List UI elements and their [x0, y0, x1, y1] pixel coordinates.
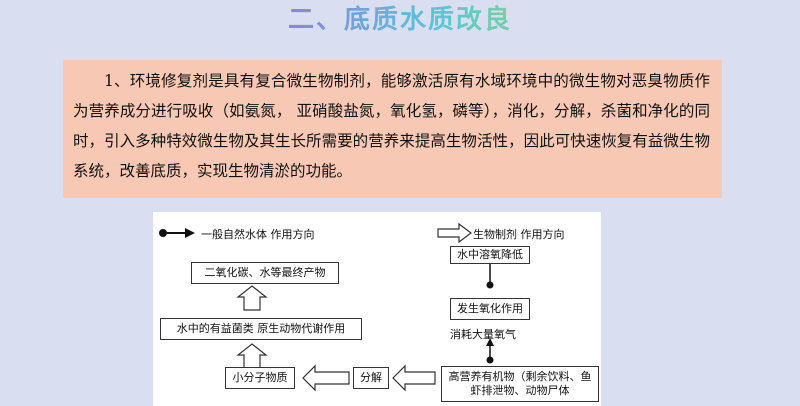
- box-oxygen-drop: 水中溶氧降低: [450, 246, 530, 264]
- box-small-molecules: 小分子物质: [225, 367, 295, 389]
- box-decompose: 分解: [353, 367, 389, 389]
- up-arrow-icon: [236, 285, 268, 311]
- process-diagram: 一般自然水体 作用方向 生物制剂 作用方向 二氧化碳、水等最终产物 水中的有益菌…: [153, 212, 601, 406]
- box-beneficial-bacteria: 水中的有益菌类 原生动物代谢作用: [160, 318, 362, 340]
- legend-hollow-arrow-icon: [437, 222, 472, 244]
- description-text: 1、环境修复剂是具有复合微生物制剂，能够激活原有水域环境中的微生物对恶臭物质作为…: [73, 72, 710, 180]
- box-oxidation: 发生氧化作用: [450, 298, 530, 320]
- dot-icon: [486, 356, 494, 364]
- page-title: 二、底质水质改良: [0, 2, 800, 38]
- left-arrow-icon: [392, 364, 436, 392]
- left-arrow-icon: [302, 364, 350, 392]
- box-organic-matter: 高营养有机物（剩余饮料、鱼虾排泄物、动物尸体: [441, 366, 599, 402]
- legend-arrow-icon: [185, 228, 195, 238]
- legend-bio-label: 生物制剂 作用方向: [473, 228, 565, 241]
- legend-natural-label: 一般自然水体 作用方向: [201, 228, 315, 241]
- dot-icon: [486, 281, 494, 289]
- box-final-products: 二氧化碳、水等最终产物: [191, 262, 339, 284]
- label-consume-oxygen: 消耗大量氧气: [450, 328, 516, 341]
- description-box: 1、环境修复剂是具有复合微生物制剂，能够激活原有水域环境中的微生物对恶臭物质作为…: [63, 60, 722, 198]
- diagram-arrows: [159, 222, 494, 392]
- legend-dot-icon: [159, 229, 167, 237]
